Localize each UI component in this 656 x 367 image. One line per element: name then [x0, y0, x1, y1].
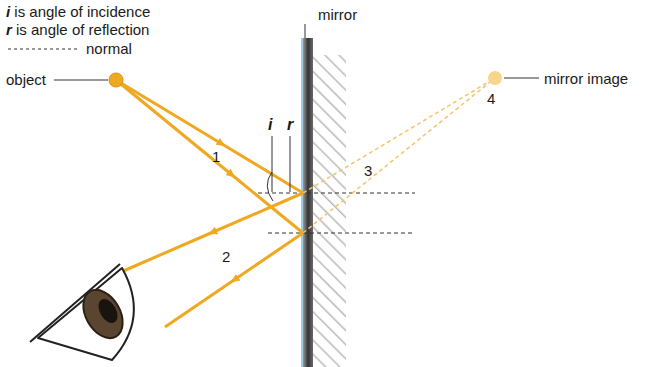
incident-ray [116, 80, 303, 233]
normal-line [268, 233, 415, 234]
legend-line-sample [8, 49, 80, 50]
mirror-surface [301, 38, 303, 367]
leader-line [504, 78, 539, 79]
callout-number: 2 [222, 248, 230, 265]
normal-line [258, 193, 415, 194]
part-label: mirror [318, 6, 357, 23]
angle-marker [272, 136, 273, 192]
object-dot [109, 73, 123, 87]
mirror-body [303, 38, 313, 367]
image-dot [488, 71, 502, 85]
callout-number: 4 [487, 90, 495, 107]
callout-number: 1 [212, 148, 220, 165]
angle-marker [290, 136, 291, 192]
eye [30, 264, 134, 360]
leader-line [305, 24, 306, 38]
angle-label: i [268, 116, 272, 133]
reflected-ray [165, 233, 303, 327]
legend-note: i is angle of incidence [6, 3, 150, 20]
leader-line [54, 80, 108, 81]
callout-number: 3 [364, 162, 372, 179]
part-label: object [6, 71, 46, 88]
incident-ray [116, 80, 303, 193]
virtual-ray [303, 78, 495, 193]
part-label: mirror image [544, 70, 628, 87]
mirror-back [312, 55, 346, 367]
reflected-ray [121, 193, 303, 272]
legend-note: r is angle of reflection [6, 21, 149, 38]
legend-text: normal [86, 40, 132, 57]
angle-label: r [287, 116, 293, 133]
angle-arc [267, 172, 273, 201]
virtual-ray [303, 78, 495, 233]
